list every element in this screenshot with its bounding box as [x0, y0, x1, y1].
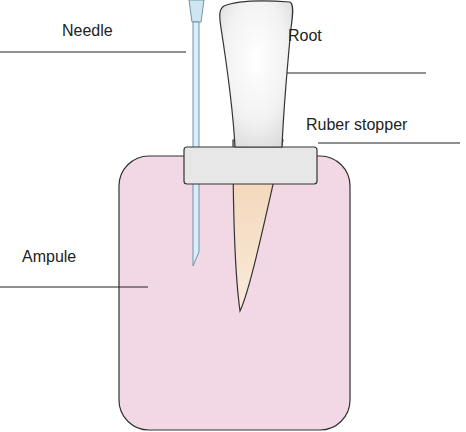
needle — [189, 0, 204, 266]
leader-lines — [0, 52, 460, 287]
rubber-stopper — [184, 147, 317, 184]
part-label: Needle — [62, 21, 113, 40]
part-label: Root — [288, 26, 322, 45]
part-label: Ruber stopper — [306, 115, 407, 134]
tooth-crown — [220, 1, 293, 147]
part-label: Ampule — [22, 247, 76, 266]
